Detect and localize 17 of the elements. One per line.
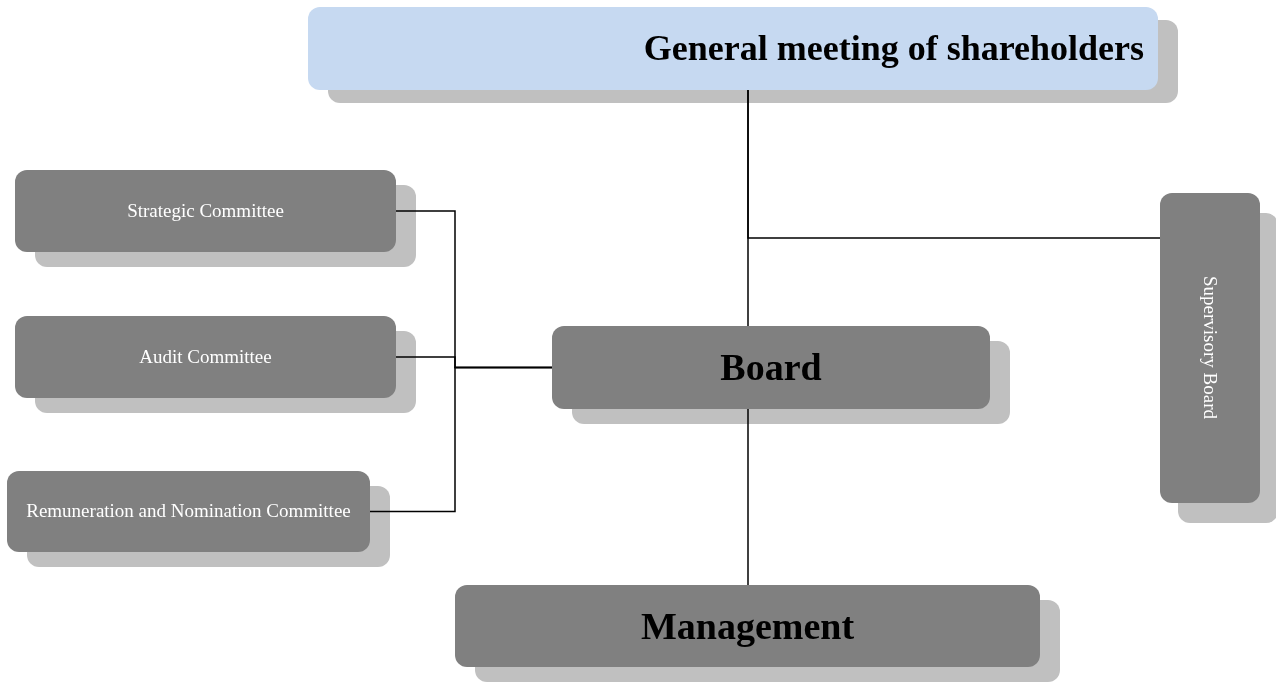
org-box bbox=[15, 316, 396, 398]
box-label: Board bbox=[720, 345, 822, 391]
box-label: Strategic Committee bbox=[127, 198, 284, 223]
box-label: Management bbox=[640, 603, 855, 649]
box-label: Remuneration and Nomination Committee bbox=[26, 499, 351, 524]
org-box bbox=[455, 585, 1040, 667]
connector-line bbox=[369, 366, 553, 513]
box-label: Supervisory Board bbox=[1198, 276, 1222, 420]
org-box bbox=[552, 326, 990, 409]
org-box bbox=[7, 471, 370, 552]
box-label: Audit Committee bbox=[139, 344, 272, 369]
box-label: General meeting of shareholders bbox=[643, 26, 1144, 70]
org-box bbox=[1160, 193, 1260, 503]
org-box bbox=[308, 7, 1158, 90]
connector-line bbox=[747, 408, 749, 586]
connector-line bbox=[747, 89, 1161, 239]
org-box bbox=[15, 170, 396, 252]
